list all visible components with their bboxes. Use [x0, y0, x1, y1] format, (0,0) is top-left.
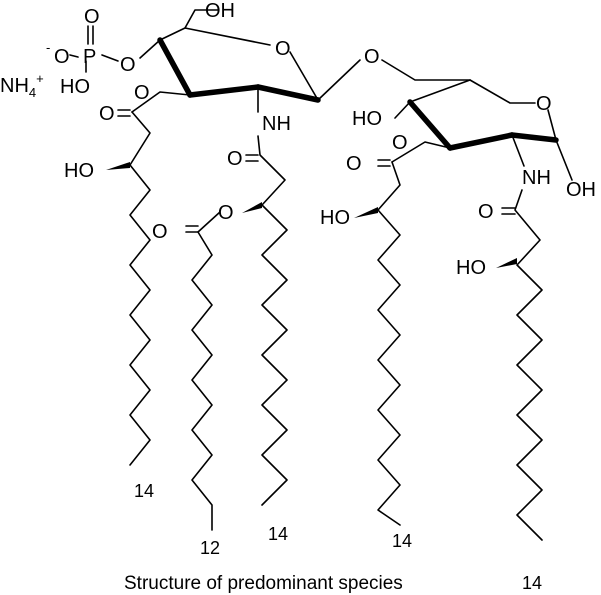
- atom-o-ring2: O: [536, 93, 552, 115]
- atom-o-amide-2: O: [478, 201, 494, 223]
- atom-o-ester-c3b: O: [392, 132, 408, 154]
- c3-ester-bond: [131, 91, 191, 113]
- atom-p: P: [83, 46, 96, 68]
- atom-ho-phosphate: HO: [60, 76, 90, 98]
- atom-o-phosphate-ester: O: [120, 54, 136, 76]
- atom-ho-chain4: HO: [456, 257, 486, 279]
- chain-length-label-4: 14: [392, 531, 412, 551]
- atom-o-minus: O: [54, 46, 70, 68]
- atom-o-glycosidic: O: [364, 46, 380, 68]
- atom-oh-top: OH: [205, 0, 235, 22]
- atom-nh-2: NH: [522, 167, 551, 189]
- atom-ho-chain1: HO: [64, 160, 94, 182]
- chain-length-label-2: 12: [200, 538, 220, 558]
- atom-o-ring1: O: [275, 38, 291, 60]
- atom-o-acyloxy: O: [218, 202, 234, 224]
- acyl-chain-4: [354, 159, 401, 526]
- atom-oh-anomeric: OH: [566, 179, 596, 201]
- atom-o-carbonyl-1: O: [99, 103, 115, 125]
- chain-length-label-5: 14: [522, 573, 542, 593]
- phosphate-group: [69, 25, 161, 73]
- c3b-ester-bond: [391, 141, 451, 163]
- atom-o-carbonyl-3: O: [346, 153, 362, 175]
- atom-o-phosphoryl: O: [84, 6, 100, 28]
- atom-nh-1: NH: [262, 113, 291, 135]
- acyl-chain-2: [242, 86, 288, 506]
- acyl-chain-1: [106, 109, 151, 466]
- sugar-ring-1: [157, 9, 361, 103]
- atom-o-carbonyl-acyloxy: O: [152, 221, 168, 243]
- sugar-ring-2: [381, 59, 573, 181]
- acyl-chain-5: [496, 134, 543, 541]
- atom-ho-chain3: HO: [320, 207, 350, 229]
- atom-o-ester-c3: O: [134, 82, 150, 104]
- chain-length-label-3: 14: [268, 524, 288, 544]
- acyl-chain-3: [185, 211, 221, 531]
- figure-caption: Structure of predominant species: [124, 573, 403, 594]
- atom-ho-ring2: HO: [352, 108, 382, 130]
- chain-length-label-1: 14: [134, 481, 154, 501]
- ammonium-ion: NH4+: [0, 71, 44, 100]
- minus-charge: -: [46, 40, 50, 55]
- atom-o-amide-1: O: [227, 148, 243, 170]
